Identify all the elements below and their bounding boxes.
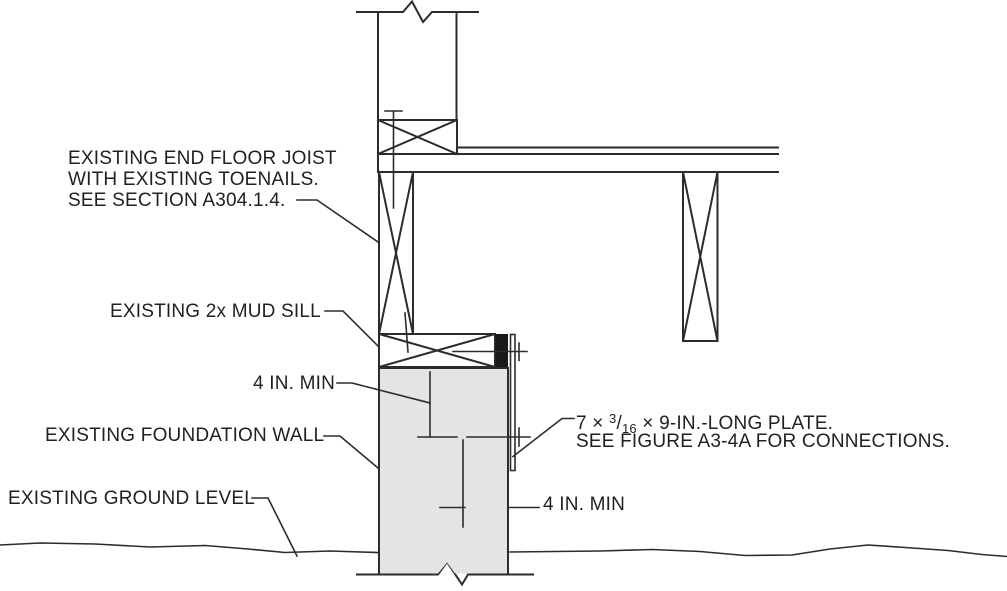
wall-bottom-plate-x — [376, 118, 459, 156]
plate-prefix: 7 × — [576, 413, 609, 434]
foundation-wall-fill — [379, 369, 508, 574]
interior-joist-x — [681, 170, 719, 343]
label-foundation-wall: EXISTING FOUNDATION WALL — [45, 425, 324, 446]
foundation-wall-bottom-break-symbol — [356, 560, 534, 587]
wall-top-break-symbol — [356, 0, 479, 24]
plate-fraction-slash: / — [616, 413, 622, 434]
plate-fraction-numerator: 3 — [609, 411, 616, 426]
end-joist-leader — [296, 199, 380, 244]
steel-spacer-block — [495, 334, 508, 367]
dimension-line-lower — [439, 439, 466, 528]
interior-joist-edges — [682, 171, 719, 342]
label-plate-line1: 7 × 3/16 × 9-IN.-LONG PLATE. — [576, 411, 833, 436]
label-plate-line2: SEE FIGURE A3-4A FOR CONNECTIONS. — [576, 431, 950, 452]
plate-leader — [511, 417, 575, 458]
text-labels: EXISTING END FLOOR JOIST WITH EXISTING T… — [8, 148, 950, 515]
plate-fraction-denominator: 16 — [622, 421, 637, 436]
ground-line-right — [509, 544, 1007, 558]
anchor-bolt-lower — [417, 427, 531, 447]
label-end-floor-joist-line1: EXISTING END FLOOR JOIST — [68, 148, 337, 169]
ground-line-left — [0, 542, 379, 554]
ground-level-leader — [251, 497, 299, 558]
label-dim-lower: 4 IN. MIN — [543, 494, 625, 515]
steel-plate — [509, 333, 516, 472]
label-end-floor-joist-line3: SEE SECTION A304.1.4. — [68, 190, 286, 211]
mud-sill-leader — [324, 310, 381, 349]
plate-suffix: × 9-IN.-LONG PLATE. — [637, 413, 833, 434]
anchor-bolt-upper — [452, 342, 528, 362]
annotation-lines — [0, 110, 1007, 558]
label-mud-sill: EXISTING 2x MUD SILL — [110, 301, 321, 322]
foundation-wall-leader — [323, 435, 380, 470]
label-ground-level: EXISTING GROUND LEVEL — [8, 488, 255, 509]
label-dim-upper: 4 IN. MIN — [253, 373, 335, 394]
end-joist-x — [377, 170, 415, 336]
dim-upper-leader — [336, 382, 431, 404]
toenail-symbol-sill — [404, 312, 409, 353]
toenail-symbol-upper — [384, 110, 403, 209]
foundation-wall-edges — [378, 367, 509, 575]
mud-sill-x — [377, 332, 497, 369]
label-end-floor-joist-line2: WITH EXISTING TOENAILS. — [68, 169, 319, 190]
structure-lines — [356, 0, 779, 587]
foundation-wall-restroke — [378, 367, 509, 575]
